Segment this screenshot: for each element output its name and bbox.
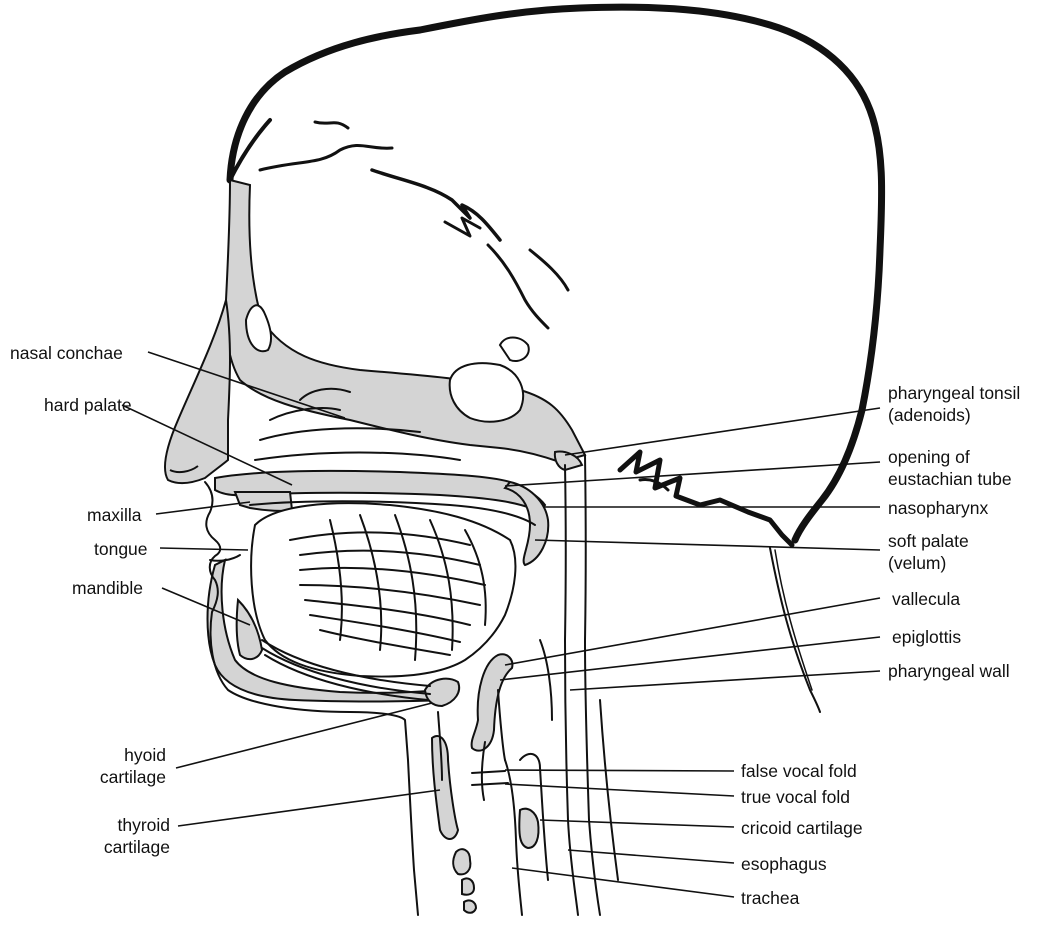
leader-pharyngeal-wall xyxy=(570,671,880,690)
leader-thyroid xyxy=(178,790,440,826)
label-eustachian-line1: opening of xyxy=(888,446,1012,468)
label-vallecula: vallecula xyxy=(892,588,960,610)
label-pharyngeal-tonsil-line1: pharyngeal tonsil xyxy=(888,382,1020,404)
leader-hyoid xyxy=(176,703,432,768)
leader-true-vocal-fold xyxy=(505,784,734,796)
label-hyoid-line1: hyoid xyxy=(70,744,166,766)
leader-pharyngeal-tonsil xyxy=(565,408,880,455)
label-trachea: trachea xyxy=(741,887,799,909)
leader-soft-palate xyxy=(535,540,880,550)
label-eustachian-line2: eustachian tube xyxy=(888,468,1012,490)
label-hard-palate: hard palate xyxy=(44,394,132,416)
label-soft-palate: soft palate (velum) xyxy=(888,530,969,574)
leader-false-vocal-fold xyxy=(505,770,734,771)
label-esophagus: esophagus xyxy=(741,853,827,875)
label-nasopharynx: nasopharynx xyxy=(888,497,988,519)
label-true-vocal-fold: true vocal fold xyxy=(741,786,850,808)
label-nasal-conchae: nasal conchae xyxy=(10,342,123,364)
leader-maxilla xyxy=(156,502,250,514)
leader-trachea xyxy=(512,868,734,897)
label-thyroid-line1: thyroid xyxy=(74,814,170,836)
label-pharyngeal-wall: pharyngeal wall xyxy=(888,660,1010,682)
label-thyroid-line2: cartilage xyxy=(74,836,170,858)
label-eustachian-tube: opening of eustachian tube xyxy=(888,446,1012,490)
label-pharyngeal-tonsil: pharyngeal tonsil (adenoids) xyxy=(888,382,1020,426)
leader-tongue xyxy=(160,548,248,550)
label-cricoid-cartilage: cricoid cartilage xyxy=(741,817,863,839)
label-false-vocal-fold: false vocal fold xyxy=(741,760,857,782)
leader-vallecula xyxy=(505,598,880,665)
label-tongue: tongue xyxy=(94,538,148,560)
label-hyoid-cartilage: hyoid cartilage xyxy=(70,744,166,788)
label-soft-palate-line2: (velum) xyxy=(888,552,969,574)
label-pharyngeal-tonsil-line2: (adenoids) xyxy=(888,404,1020,426)
label-soft-palate-line1: soft palate xyxy=(888,530,969,552)
label-mandible: mandible xyxy=(72,577,143,599)
label-hyoid-line2: cartilage xyxy=(70,766,166,788)
profile-lines xyxy=(205,389,618,915)
label-epiglottis: epiglottis xyxy=(892,626,961,648)
leader-epiglottis xyxy=(500,637,880,680)
label-thyroid-cartilage: thyroid cartilage xyxy=(74,814,170,858)
label-maxilla: maxilla xyxy=(87,504,141,526)
